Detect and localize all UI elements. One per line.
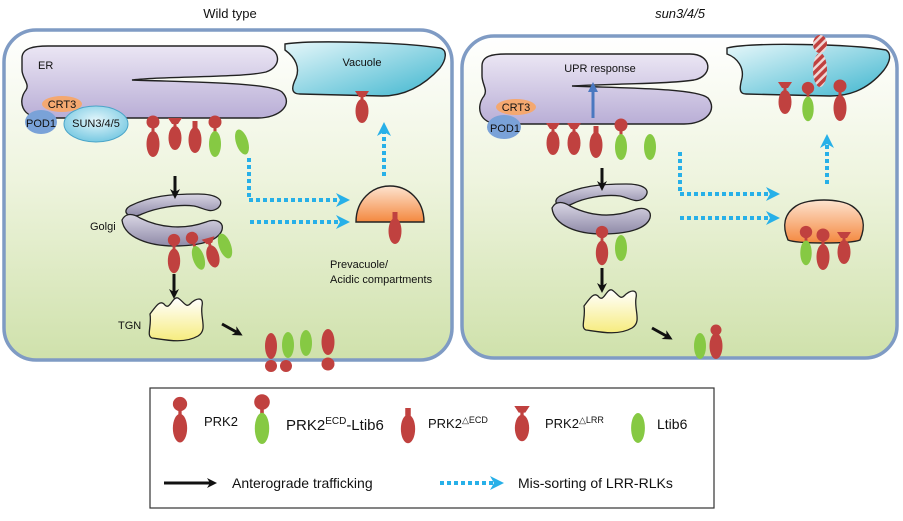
wt-pm-ltib6-a [282, 332, 294, 358]
mutant-er-to-prevacuole-missort-arrow [678, 152, 780, 201]
wt-golgi-prk2-delta-lrr [201, 236, 220, 268]
mut-vacuole-prk2 [833, 79, 847, 121]
upr-label: UPR response [564, 63, 636, 75]
mutant-golgi-lower [551, 201, 651, 235]
mutant-pod1 [487, 115, 521, 139]
wt-golgi-ltib6 [217, 233, 233, 259]
mutant-crt3-label: CRT3 [502, 102, 531, 114]
mut-golgi-prk2 [595, 225, 609, 266]
wt-pm-prk2-inverted [321, 329, 335, 371]
wild-type-pod1-label: POD1 [26, 118, 56, 130]
legend-prk2-delta-ecd-icon [400, 408, 416, 444]
legend-ltib6-label: Ltib6 [657, 416, 688, 432]
mut-er-prk2-ecd-ltib6 [614, 118, 628, 160]
wt-er-prk2-delta-ecd [188, 121, 202, 153]
wild-type-golgi-upper [125, 193, 222, 217]
mut-golgi-ltib6 [615, 235, 627, 261]
wt-er-prk2 [146, 115, 160, 157]
wild-type-pod1 [25, 110, 57, 134]
mut-er-prk2-delta-lrr-a [546, 123, 560, 155]
legend-prk2-delta-lrr-icon [514, 406, 530, 442]
wt-golgi-prk2-ecd-ltib6 [185, 231, 206, 270]
wt-pm-prk2-ecd-ltib6-inverted [265, 333, 277, 372]
mut-pm-ltib6 [694, 333, 706, 359]
mutant-tgn [582, 289, 638, 334]
vacuole-label: Vacuole [343, 57, 382, 69]
wild-type-tgn [148, 297, 204, 342]
legend-prk2-ecd-ltib6-icon [254, 394, 270, 444]
wt-er-prk2-delta-lrr [168, 118, 182, 150]
mutant-golgi-upper [555, 183, 648, 207]
mut-er-prk2-delta-lrr-b [567, 123, 581, 155]
mut-prevacuole-prk2-ecd-ltib6 [799, 225, 813, 266]
mut-er-prk2-delta-ecd [589, 126, 603, 158]
legend-prk2-delta-ecd-label: PRK2△ECD [428, 415, 488, 431]
wild-type-title: Wild type [203, 6, 256, 21]
mut-vacuole-prk2-ecd-ltib6 [801, 81, 815, 122]
wild-type-sun-label: SUN3/4/5 [72, 118, 120, 130]
er-label: ER [38, 60, 53, 72]
er-to-prevacuole-missort-arrow [247, 158, 350, 207]
mut-prevacuole-prk2 [816, 228, 830, 270]
wild-type-crt3-label: CRT3 [48, 99, 77, 111]
wt-pm-prk2-stub [280, 360, 292, 372]
wild-type-crt3 [42, 96, 82, 112]
tgn-label: TGN [118, 320, 141, 332]
legend-prk2-label: PRK2 [204, 414, 238, 429]
mutant-tgn-to-pm-arrow [651, 326, 673, 340]
prevacuole-label-line1: Prevacuole/ [330, 259, 389, 271]
legend-prk2-delta-lrr-label: PRK2△LRR [545, 415, 604, 431]
wt-golgi-prk2 [167, 233, 181, 274]
mutant-pod1-label: POD1 [490, 123, 520, 135]
tgn-to-pm-arrow [221, 322, 243, 336]
wild-type-vacuole [284, 41, 446, 97]
golgi-label: Golgi [90, 221, 116, 233]
legend-missort-label: Mis-sorting of LRR-RLKs [518, 475, 673, 491]
mut-er-ltib6 [644, 134, 656, 160]
legend-ltib6-icon [631, 413, 645, 443]
mutant-title: sun3/4/5 [655, 6, 706, 21]
wt-er-prk2-ecd-ltib6 [208, 115, 222, 157]
wt-er-ltib6 [235, 129, 249, 155]
mut-vacuole-prk2-delta-lrr [778, 82, 792, 114]
wild-type-er [21, 45, 288, 119]
mut-vacuole-degraded-prk2 [813, 35, 827, 87]
mutant-vacuole [726, 43, 891, 97]
prevacuole-label-line2: Acidic compartments [330, 274, 433, 286]
wt-vacuole-prk2-delta-lrr [355, 91, 369, 123]
legend-prk2-icon [172, 396, 188, 443]
mut-pm-prk2-inverted [709, 324, 723, 359]
legend-box [149, 387, 715, 509]
protein-glyphs [146, 35, 851, 444]
wt-pm-ltib6-b [300, 330, 312, 356]
legend-prk2-ecd-ltib6-label: PRK2ECD-Ltib6 [286, 416, 384, 434]
mut-prevacuole-prk2-delta-lrr [837, 232, 851, 264]
wild-type-sun-complex [63, 105, 129, 143]
wt-prevacuole-prk2-delta-ecd [388, 212, 402, 244]
wild-type-prevacuole [355, 185, 425, 223]
mutant-crt3 [496, 99, 536, 115]
legend-anterograde-label: Anterograde trafficking [232, 475, 373, 491]
